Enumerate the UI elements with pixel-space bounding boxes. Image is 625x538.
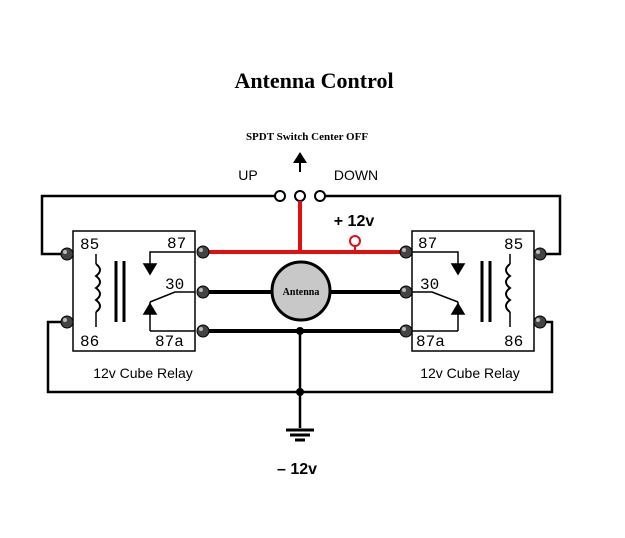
spdt-switch[interactable] (274, 190, 326, 202)
positive-voltage-label: + 12v (334, 213, 375, 230)
positive-wires (205, 201, 405, 254)
relay-right-pin-86: 86 (504, 333, 523, 351)
diagram-title: Antenna Control (234, 68, 393, 93)
relay-right-contacts (412, 251, 466, 332)
relay-left-pin-87: 87 (167, 235, 186, 253)
relay-terminal-highlights (63, 248, 540, 331)
negative-voltage-label: – 12v (277, 461, 317, 478)
positive-terminal (349, 235, 361, 247)
relay-right-pin-87a: 87a (416, 333, 445, 351)
antenna-label: Antenna (283, 287, 320, 298)
relay-right-caption: 12v Cube Relay (420, 365, 520, 381)
relay-left-pin-30: 30 (165, 276, 184, 294)
relay-right-pin-30: 30 (420, 276, 439, 294)
relay-left-pin-87a: 87a (155, 333, 184, 351)
relay-right: 87 30 87a 85 86 (411, 230, 535, 352)
switch-down-label: DOWN (334, 167, 378, 183)
relay-left-caption: 12v Cube Relay (93, 365, 193, 381)
relay-right-coil-icon (480, 254, 512, 327)
switch-label: SPDT Switch Center OFF (246, 131, 368, 143)
relay-left: 85 86 87 30 87a (72, 230, 196, 352)
relay-left-pin-86: 86 (80, 333, 99, 351)
relay-left-coil-icon (94, 254, 126, 327)
relay-left-pin-85: 85 (80, 236, 99, 254)
control-wires (40, 194, 562, 256)
antenna-motor: Antenna (270, 260, 332, 322)
relay-left-contacts (142, 251, 195, 332)
relay-right-pin-87: 87 (418, 235, 437, 253)
junction-dots (296, 327, 304, 396)
switch-up-label: UP (238, 167, 257, 183)
ground-icon (286, 428, 314, 442)
switch-arrow (293, 152, 307, 172)
relay-right-pin-85: 85 (504, 236, 523, 254)
